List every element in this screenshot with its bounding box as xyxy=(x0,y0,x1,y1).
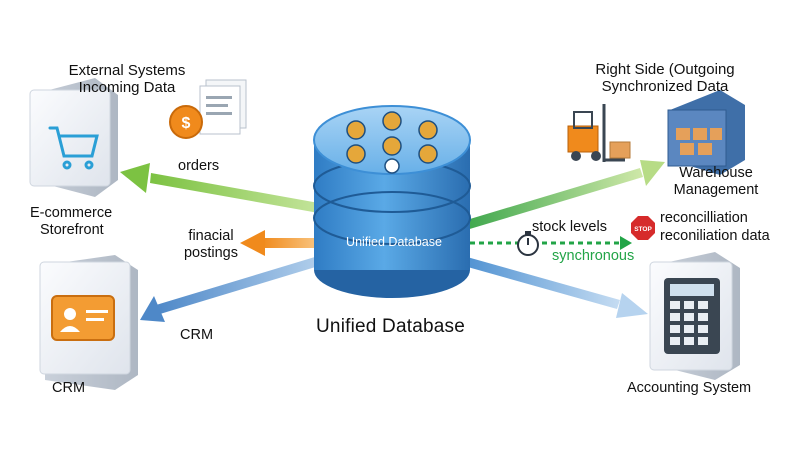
accounting-label: Accounting System xyxy=(627,380,752,396)
recon-line1: reconcilliation xyxy=(660,210,748,226)
arrow-to-crm xyxy=(140,253,332,322)
ecommerce-label: E-commerce Storefront xyxy=(30,205,112,239)
right-header-line2: Synchronized Data xyxy=(601,78,729,95)
shopping-cart-icon xyxy=(29,78,118,197)
warehouse-label: Warehouse Management xyxy=(666,165,766,199)
stop-sign-text: STOP xyxy=(634,226,652,233)
arrow-to-financial xyxy=(240,230,332,256)
contact-card-icon xyxy=(39,255,138,390)
financial-line1: finacial xyxy=(188,228,234,244)
financial-label: finacial postings xyxy=(176,228,246,262)
crm-node-label: CRM xyxy=(52,380,86,396)
calculator-icon xyxy=(649,252,740,380)
recon-line2: reconiliation data xyxy=(660,228,770,244)
stopwatch-icon xyxy=(517,231,539,256)
invoice-coin-icon: $ xyxy=(169,79,247,139)
warehouse-boxes-icon xyxy=(667,90,745,175)
left-header-line2: Incoming Data xyxy=(78,79,176,96)
unified-database-cylinder xyxy=(313,105,471,298)
sync-dashed-arrow xyxy=(470,236,632,250)
arrow-to-accounting xyxy=(457,255,648,318)
warehouse-line2: Management xyxy=(673,182,759,198)
right-header-line1: Right Side (Outgoing xyxy=(595,61,735,78)
db-top-icons xyxy=(346,111,438,174)
arrow-to-ecommerce xyxy=(120,163,330,215)
financial-line2: postings xyxy=(183,245,238,261)
right-header: Right Side (Outgoing Synchronized Data xyxy=(580,61,750,95)
center-title: Unified Database xyxy=(316,316,465,337)
database-band-label: Unified Database xyxy=(346,235,442,249)
ecommerce-line1: E-commerce xyxy=(30,205,113,221)
stock-levels-label: stock levels xyxy=(532,219,607,235)
sync-label: synchronous xyxy=(552,248,635,264)
orders-label: orders xyxy=(178,158,220,174)
forklift-icon xyxy=(567,104,631,162)
arrow-to-warehouse xyxy=(460,160,665,231)
svg-text:$: $ xyxy=(182,115,191,132)
left-header: External Systems Incoming Data xyxy=(52,62,202,96)
crm-flow-label: CRM xyxy=(180,327,214,343)
stop-sign-icon: STOP xyxy=(631,216,655,240)
warehouse-line1: Warehouse xyxy=(679,165,753,181)
left-header-line1: External Systems xyxy=(68,62,186,79)
ecommerce-line2: Storefront xyxy=(40,222,104,238)
